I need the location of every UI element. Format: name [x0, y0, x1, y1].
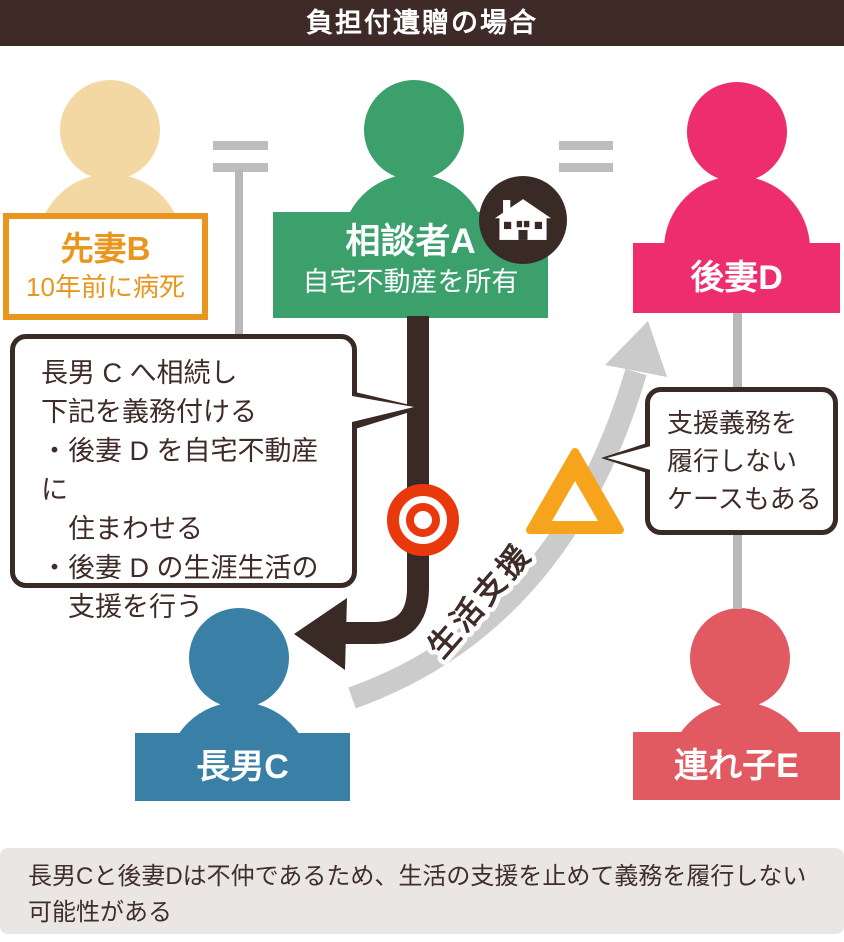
person-body-wife-d [664, 176, 810, 250]
risk-speech-bubble: 支援義務を 履行しない ケースもある [645, 387, 838, 535]
label-box-wife-d: 後妻D [633, 243, 840, 313]
equals-bar [559, 163, 613, 172]
double-circle-mark [387, 484, 459, 556]
support-arc [348, 368, 647, 709]
label-box-wife-b: 先妻B 10年前に病死 [3, 213, 208, 320]
equals-bar [213, 141, 268, 150]
footer-note: 長男Cと後妻Dは不仲であるため、生活の支援を止めて義務を履行しない 可能性がある [0, 848, 844, 934]
person-name: 連れ子E [674, 747, 799, 785]
person-icon-stepchild-e [690, 608, 790, 708]
person-name: 相談者A [345, 222, 476, 261]
house-icon-glyph [494, 199, 552, 240]
house-icon [479, 176, 567, 264]
label-box-stepchild-e: 連れ子E [633, 732, 840, 800]
bequest-arrowhead [294, 598, 347, 670]
person-name: 長男C [196, 748, 289, 786]
equals-bar [213, 163, 268, 172]
equals-bar [559, 141, 613, 150]
support-arc-arrowhead [605, 321, 667, 377]
person-icon-consultant-a [364, 80, 464, 180]
person-icon-wife-d [687, 82, 787, 182]
bequest-speech-bubble: 長男 C へ相続し 下記を義務付ける ・後妻 D を自宅不動産に 住まわせる ・… [10, 334, 357, 622]
label-box-son-c: 長男C [135, 733, 350, 801]
person-icon-wife-b [60, 80, 160, 180]
page-title: 負担付遺贈の場合 [0, 0, 844, 46]
person-note: 自宅不動産を所有 [302, 267, 519, 297]
support-arrow-label: 生活支援 [421, 536, 539, 665]
bubble-tail-outline [601, 443, 647, 473]
person-note: 10年前に病死 [26, 272, 185, 302]
person-name: 後妻D [690, 259, 783, 297]
person-name: 先妻B [60, 230, 151, 267]
warning-triangle-mark [526, 448, 624, 534]
bubble-tail-fill [352, 396, 414, 422]
person-icon-son-c [189, 608, 289, 708]
bubble-tail-outline [355, 392, 423, 429]
